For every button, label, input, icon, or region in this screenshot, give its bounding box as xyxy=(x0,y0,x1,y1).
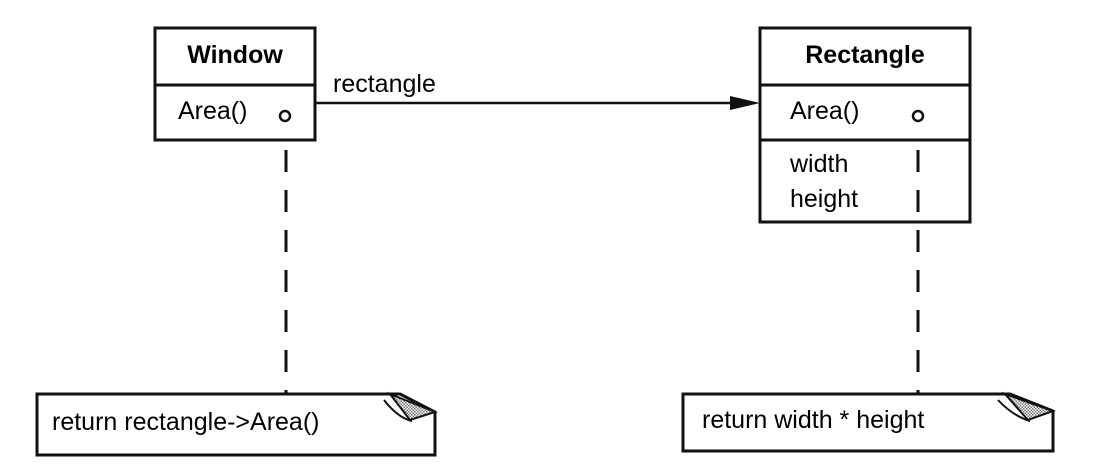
window-class-name: Window xyxy=(187,41,283,69)
window-note-fold-curl xyxy=(383,399,413,422)
association-label: rectangle xyxy=(333,70,436,98)
rectangle-area-note[interactable]: return width * height xyxy=(681,391,1056,453)
rectangle-class-box[interactable]: Rectangle Area() width height xyxy=(758,26,972,224)
association-arrowhead-icon xyxy=(730,96,760,110)
window-area-note-anchor-icon xyxy=(278,109,292,123)
association-arrow: rectangle xyxy=(315,70,760,110)
window-class-box[interactable]: Window Area() xyxy=(153,26,317,142)
rectangle-attribute-height: height xyxy=(790,185,858,213)
window-note-text: return rectangle->Area() xyxy=(52,408,319,436)
window-operation-area: Area() xyxy=(178,97,247,125)
rectangle-note-fold-curl xyxy=(997,399,1031,422)
rectangle-note-fold-icon xyxy=(1001,391,1056,422)
rectangle-attribute-width: width xyxy=(789,150,848,178)
rectangle-note-text: return width * height xyxy=(702,406,924,434)
rectangle-note-frame xyxy=(681,392,1055,453)
rectangle-class-name: Rectangle xyxy=(805,41,925,69)
window-note-fold-icon xyxy=(386,391,438,422)
window-area-note[interactable]: return rectangle->Area() xyxy=(35,391,438,457)
window-note-frame xyxy=(35,392,437,457)
rectangle-area-note-anchor-icon xyxy=(911,109,925,123)
rectangle-class-frame xyxy=(758,26,972,224)
rectangle-operation-area: Area() xyxy=(790,97,859,125)
